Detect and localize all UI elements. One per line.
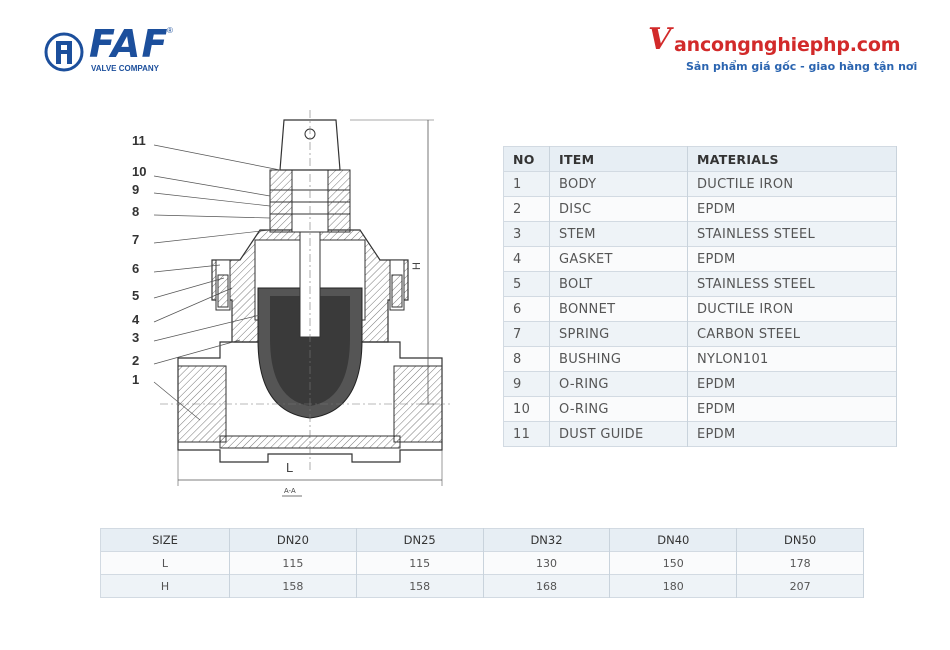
header-no: NO	[503, 146, 550, 172]
header-dn25: DN25	[356, 528, 484, 552]
cell-no: 4	[503, 246, 550, 272]
callout-1: 1	[132, 372, 139, 387]
cell-material: DUCTILE IRON	[687, 171, 897, 197]
callout-5: 5	[132, 288, 139, 303]
brand-name: FAF	[89, 22, 169, 66]
cell-item: O-RING	[549, 371, 688, 397]
cell-no: 6	[503, 296, 550, 322]
cell-item: SPRING	[549, 321, 688, 347]
cell-material: EPDM	[687, 396, 897, 422]
table-header-row: SIZE DN20 DN25 DN32 DN40 DN50	[100, 528, 864, 552]
table-header-row: NO ITEM MATERIALS	[503, 146, 897, 172]
cell-value: 158	[229, 574, 357, 598]
cell-item: DUST GUIDE	[549, 421, 688, 447]
callout-9: 9	[132, 182, 139, 197]
cell-material: EPDM	[687, 196, 897, 222]
cell-material: EPDM	[687, 246, 897, 272]
brand-reg-mark: ®	[167, 26, 173, 35]
cell-item: DISC	[549, 196, 688, 222]
cell-material: STAINLESS STEEL	[687, 271, 897, 297]
dimension-l-label: L	[286, 460, 293, 475]
header-dn40: DN40	[609, 528, 738, 552]
cell-item: O-RING	[549, 396, 688, 422]
cell-no: 11	[503, 421, 550, 447]
cell-material: NYLON101	[687, 346, 897, 372]
cell-material: EPDM	[687, 421, 897, 447]
cell-item: BODY	[549, 171, 688, 197]
cell-item: BONNET	[549, 296, 688, 322]
header-dn20: DN20	[229, 528, 357, 552]
site-name: ancongnghiephp.com	[674, 34, 901, 56]
header-dn32: DN32	[483, 528, 611, 552]
callout-8: 8	[132, 204, 139, 219]
header-item: ITEM	[549, 146, 688, 172]
callout-3: 3	[132, 330, 139, 345]
cell-no: 9	[503, 371, 550, 397]
callout-2: 2	[132, 353, 139, 368]
cell-value: 180	[609, 574, 738, 598]
site-logo[interactable]: V ancongnghiephp.com Sản phẩm giá gốc - …	[648, 22, 918, 80]
site-logo-v: V	[648, 22, 672, 57]
cell-item: GASKET	[549, 246, 688, 272]
faf-emblem-icon	[44, 32, 84, 72]
cell-value: 178	[736, 551, 864, 575]
brand-subtitle: VALVE COMPANY	[91, 64, 160, 73]
cell-material: EPDM	[687, 371, 897, 397]
header-dn50: DN50	[736, 528, 864, 552]
callout-6: 6	[132, 261, 139, 276]
cell-dimension: L	[100, 551, 230, 575]
header-size: SIZE	[100, 528, 230, 552]
cell-item: BUSHING	[549, 346, 688, 372]
site-tagline: Sản phẩm giá gốc - giao hàng tận nơi	[686, 60, 918, 73]
dimension-h-label: H	[411, 262, 423, 270]
callout-7: 7	[132, 232, 139, 247]
cell-material: STAINLESS STEEL	[687, 221, 897, 247]
cell-value: 158	[356, 574, 484, 598]
cell-value: 150	[609, 551, 738, 575]
cell-no: 8	[503, 346, 550, 372]
cell-value: 115	[229, 551, 357, 575]
cell-material: CARBON STEEL	[687, 321, 897, 347]
section-label: A-A	[284, 488, 296, 495]
cell-value: 115	[356, 551, 484, 575]
valve-cross-section-drawing: H L A-A 11 10 9 8 7 6	[120, 110, 450, 505]
cell-value: 130	[483, 551, 611, 575]
cell-item: BOLT	[549, 271, 688, 297]
cell-value: 207	[736, 574, 864, 598]
cell-no: 2	[503, 196, 550, 222]
cell-item: STEM	[549, 221, 688, 247]
callout-10: 10	[132, 164, 146, 179]
callout-11: 11	[132, 133, 146, 148]
cell-no: 7	[503, 321, 550, 347]
cell-no: 5	[503, 271, 550, 297]
faf-logo: FAF ® VALVE COMPANY	[44, 22, 184, 74]
callout-4: 4	[132, 312, 140, 327]
cell-no: 3	[503, 221, 550, 247]
cell-material: DUCTILE IRON	[687, 296, 897, 322]
header-materials: MATERIALS	[687, 146, 897, 172]
cell-no: 10	[503, 396, 550, 422]
cell-dimension: H	[100, 574, 230, 598]
cell-value: 168	[483, 574, 611, 598]
cell-no: 1	[503, 171, 550, 197]
